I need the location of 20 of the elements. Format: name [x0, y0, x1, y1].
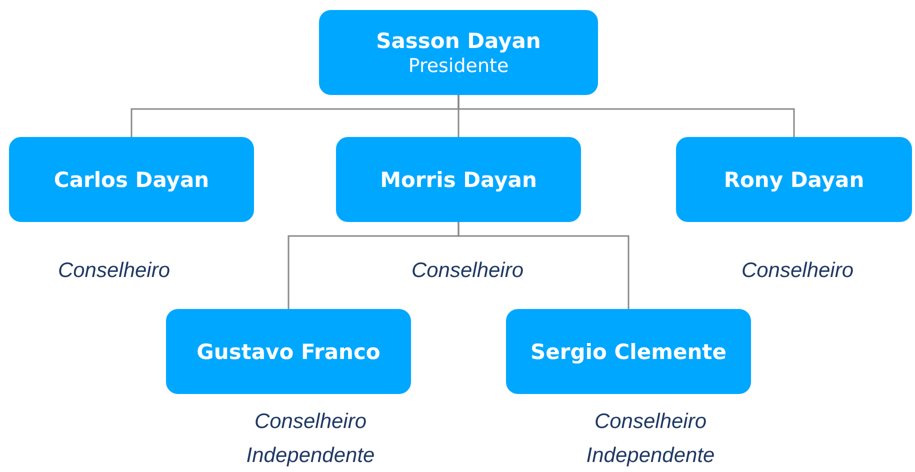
- name-box: [9, 137, 254, 222]
- role-text: Presidente: [408, 54, 509, 76]
- person-name: Morris Dayan: [380, 168, 537, 192]
- person-name: Rony Dayan: [724, 168, 864, 192]
- role-text: Conselheiro: [410, 258, 525, 284]
- role-text: Conselheiro: [56, 258, 172, 284]
- person-name: Gustavo Franco: [196, 340, 380, 364]
- person-name: Carlos Dayan: [54, 168, 210, 192]
- name-box: [506, 309, 751, 394]
- connector-line: [458, 95, 795, 137]
- role-text: Conselheiro Independente: [245, 409, 376, 469]
- name-box: [336, 137, 581, 222]
- name-box: [319, 10, 598, 95]
- person-name: Sasson Dayan: [376, 28, 541, 52]
- role-text: Conselheiro: [740, 258, 855, 284]
- role-text: Conselheiro Independente: [585, 409, 716, 469]
- name-box: [676, 137, 912, 222]
- connector-line: [458, 222, 630, 309]
- person-name: Sergio Clemente: [530, 340, 726, 364]
- name-box: [166, 309, 411, 394]
